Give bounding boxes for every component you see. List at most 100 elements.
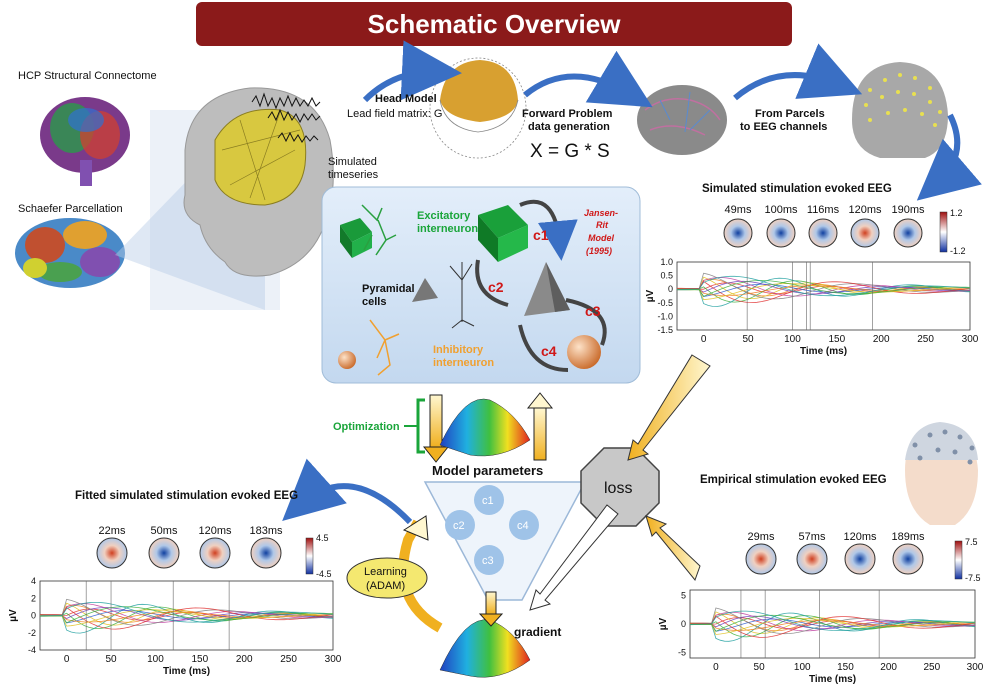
page-title: Schematic Overview — [196, 2, 792, 46]
fitted-ylabel: µV — [8, 609, 19, 622]
forward-label-1: Forward Problem — [522, 108, 613, 120]
empirical-ylabel: µV — [658, 617, 669, 630]
excitatory-label-1: Excitatory — [417, 210, 471, 222]
simulated-cbar-max: 1.2 — [950, 208, 963, 218]
simulated-trace — [677, 280, 971, 295]
simulated-topo-time: 116ms — [807, 204, 840, 216]
fitted-xtick: 50 — [105, 654, 117, 665]
gradient-label: gradient — [514, 625, 561, 639]
simulated-topo-time: 190ms — [891, 204, 925, 216]
fitted-topo-time: 22ms — [99, 525, 126, 537]
simulated-trace — [676, 280, 971, 297]
simulated-ylabel: µV — [645, 289, 656, 302]
empirical-topo-time: 189ms — [891, 531, 925, 543]
empirical-cbar-max: 7.5 — [965, 537, 978, 547]
simulated-topo-time: 120ms — [848, 204, 882, 216]
fitted-ytick: 4 — [31, 576, 36, 586]
simulated-xtick: 250 — [917, 334, 934, 345]
equation-label: X = G * S — [530, 141, 610, 162]
jr-label-2: Rit — [596, 220, 609, 230]
inhibitory-label-2: interneuron — [433, 357, 494, 369]
fitted-topomaps — [96, 537, 314, 575]
simulated-eeg-traces — [676, 272, 971, 307]
simulated-ts-label-1: Simulated — [328, 156, 377, 168]
pyramidal-label-1: Pyramidal — [362, 283, 415, 295]
simulated-ts-label-2: timeseries — [328, 169, 379, 181]
fitted-xtick: 150 — [191, 654, 208, 665]
simulated-topomaps — [723, 211, 948, 253]
fitted-xtick: 300 — [325, 654, 342, 665]
c1-funnel-label: c1 — [482, 495, 494, 507]
empirical-xtick: 0 — [713, 662, 719, 673]
empirical-trace — [689, 610, 976, 631]
c2-panel-label: c2 — [488, 279, 504, 295]
model-parameters-label: Model parameters — [432, 463, 543, 478]
simulated-trace — [676, 272, 971, 300]
simulated-xlabel: Time (ms) — [800, 346, 847, 357]
empirical-trace — [689, 614, 976, 632]
schaefer-label: Schaefer Parcellation — [18, 203, 123, 215]
simulated-chart-title: Simulated stimulation evoked EEG — [702, 183, 892, 195]
cortex-surface-image — [637, 85, 727, 155]
simulated-ytick: 0 — [668, 284, 673, 294]
head-model-image — [429, 57, 527, 159]
loss-label: loss — [604, 480, 632, 497]
c4-funnel-label: c4 — [517, 520, 529, 532]
fitted-topo-time: 120ms — [198, 525, 232, 537]
fitted-cbar-max: 4.5 — [316, 533, 329, 543]
simulated-cbar-min: -1.2 — [950, 246, 966, 256]
empirical-trace — [689, 607, 976, 635]
head-mesh-image — [183, 87, 334, 277]
simulated-ytick: 1.0 — [660, 257, 673, 267]
simulated-xtick: 150 — [828, 334, 845, 345]
jr-label-3: Model — [588, 233, 614, 243]
lead-field-label: Lead field matrix: G — [347, 108, 442, 120]
c2-funnel-label: c2 — [453, 520, 465, 532]
learning-label-1: Learning — [364, 566, 407, 578]
fitted-xlabel: Time (ms) — [163, 666, 210, 677]
c3-panel-label: c3 — [585, 303, 601, 319]
parcels-label-1: From Parcels — [755, 108, 825, 120]
fitted-trace — [39, 602, 334, 623]
empirical-xtick: 200 — [880, 662, 897, 673]
empirical-trace — [689, 617, 975, 635]
excitatory-label-2: interneuron — [417, 223, 478, 235]
pyramidal-label-2: cells — [362, 296, 386, 308]
empirical-cbar-min: -7.5 — [965, 573, 981, 583]
fitted-trace — [39, 602, 334, 626]
learning-label-2: (ADAM) — [366, 580, 405, 592]
fitted-ytick: -4 — [28, 645, 36, 655]
fitted-xtick: 250 — [280, 654, 297, 665]
empirical-chart-title: Empirical stimulation evoked EEG — [700, 474, 887, 486]
simulated-xtick: 50 — [742, 334, 754, 345]
simulated-topo-time: 49ms — [725, 204, 752, 216]
simulated-ytick: -1.0 — [657, 311, 673, 321]
empirical-ytick: 0 — [681, 619, 686, 629]
empirical-head-image — [905, 422, 978, 525]
fitted-cbar-min: -4.5 — [316, 569, 332, 579]
simulated-xtick: 100 — [784, 334, 801, 345]
fitted-ytick: -2 — [28, 628, 36, 638]
fitted-trace — [39, 609, 333, 627]
empirical-xtick: 150 — [837, 662, 854, 673]
empirical-xtick: 100 — [794, 662, 811, 673]
jr-label-4: (1995) — [586, 246, 612, 256]
simulated-ytick: 0.5 — [660, 271, 673, 281]
empirical-ytick: 5 — [681, 591, 686, 601]
empirical-topomaps — [745, 540, 963, 580]
empirical-trace — [690, 615, 976, 630]
fitted-ytick: 2 — [31, 593, 36, 603]
fitted-xtick: 100 — [147, 654, 164, 665]
simulated-topo-time: 100ms — [764, 204, 798, 216]
fitted-topo-time: 50ms — [151, 525, 178, 537]
eeg-channel-head-image — [852, 62, 948, 158]
simulated-trace — [676, 275, 971, 297]
inhibitory-label-1: Inhibitory — [433, 344, 484, 356]
c3-funnel-label: c3 — [482, 555, 494, 567]
parcels-label-2: to EEG channels — [740, 121, 827, 133]
simulated-xtick: 300 — [962, 334, 979, 345]
head-model-label: Head Model — [375, 93, 437, 105]
hcp-label: HCP Structural Connectome — [18, 70, 157, 82]
empirical-xtick: 250 — [923, 662, 940, 673]
empirical-xtick: 50 — [754, 662, 766, 673]
